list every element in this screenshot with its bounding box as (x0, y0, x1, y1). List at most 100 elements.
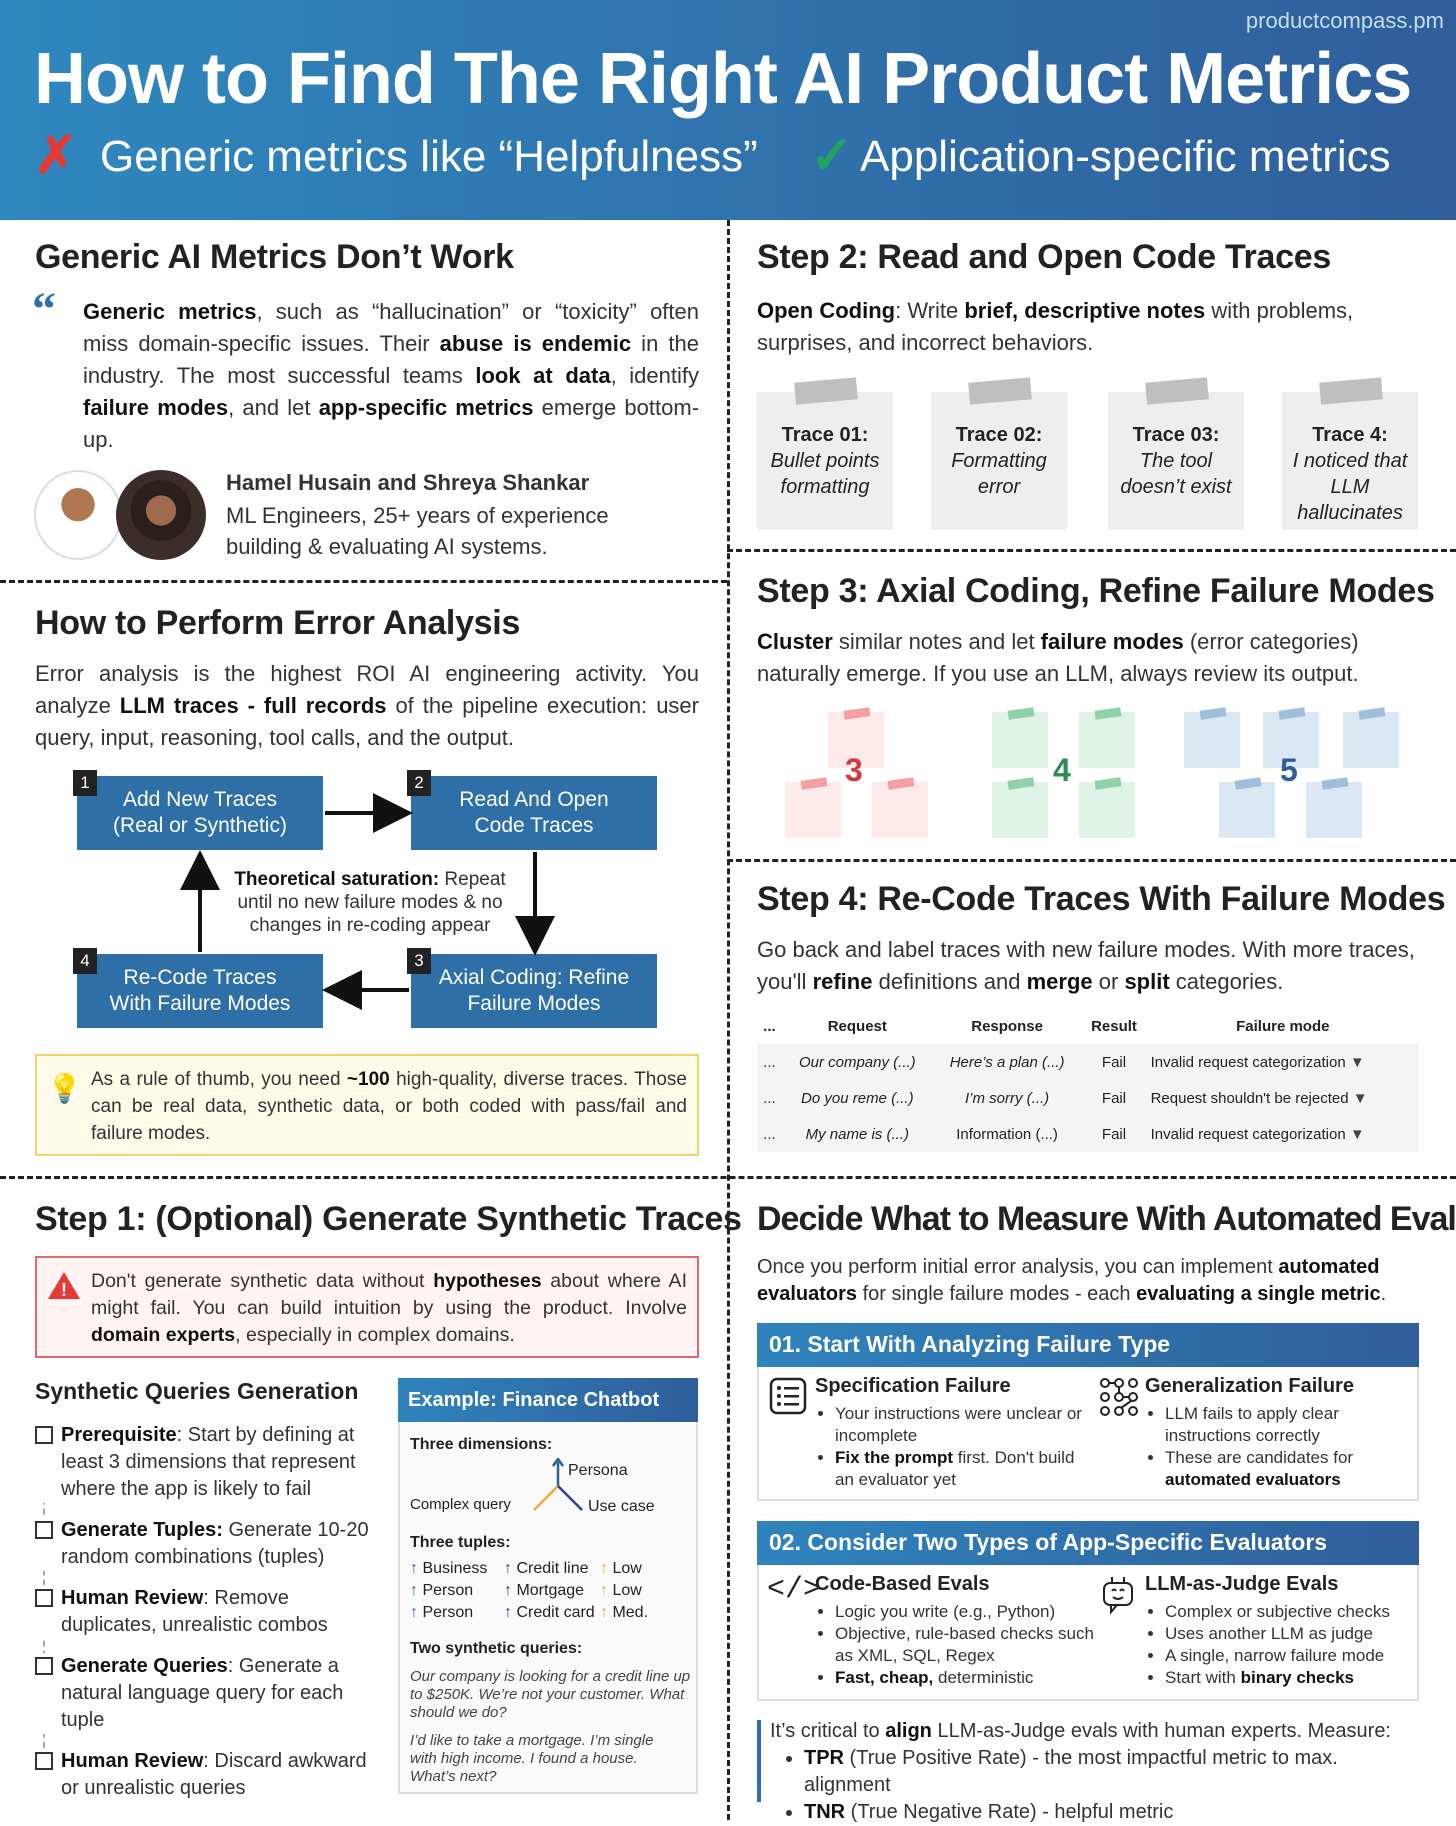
sticky-note (1184, 707, 1240, 768)
llm-judge-evals: LLM-as-Judge EvalsComplex or subjective … (1145, 1573, 1421, 1689)
arrow-up-icon: ↑ (600, 1604, 608, 1621)
table-cell: Fail (1081, 1116, 1147, 1152)
dim-use-case: Use case (588, 1498, 655, 1515)
text-run: : Write (895, 298, 965, 323)
sticky-note (992, 707, 1048, 768)
step3-text: Cluster similar notes and let failure mo… (757, 626, 1427, 690)
step-label: Axial Coding: Refine Failure Modes (438, 966, 630, 1015)
divider (0, 1176, 1456, 1179)
text-run: Human Review (61, 1587, 204, 1609)
quote-text: Generic metrics, such as “hallucination”… (83, 296, 699, 456)
table-cell: ... (757, 1080, 782, 1116)
dropdown-arrow-icon[interactable]: ▼ (1345, 1053, 1365, 1071)
table-cell[interactable]: Invalid request categorization ▼ (1146, 1044, 1419, 1080)
sticky-note (1306, 777, 1362, 838)
text-run: Generate Tuples: (61, 1519, 223, 1541)
text-run: hypotheses (433, 1270, 542, 1292)
text-run: It’s critical to (770, 1720, 886, 1742)
text-run: As a rule of thumb, you need (91, 1069, 347, 1090)
column-header: Failure mode (1236, 1017, 1330, 1035)
list-item: Your instructions were unclear or incomp… (835, 1403, 1085, 1447)
tuple-value: ↑ Low (600, 1560, 642, 1577)
cluster-count: 3 (845, 752, 863, 788)
table-cell: My name is (...) (781, 1116, 933, 1152)
text-run: Error analysis is the highest ROI AI eng… (35, 661, 699, 718)
synthetic-query: Our company is looking for a credit line… (410, 1668, 691, 1721)
tip-box: 💡 As a rule of thumb, you need ~100 high… (35, 1054, 699, 1156)
dropdown-arrow-icon[interactable]: ▼ (1348, 1089, 1368, 1107)
text-run: failure modes (83, 395, 229, 420)
tuple-value: ↑ Credit card (504, 1604, 595, 1621)
checklist-item[interactable]: Human Review: Discard awkward or unreali… (35, 1748, 380, 1802)
text-run: Objective, rule-based checks such as XML… (835, 1624, 1094, 1665)
arrow-up-icon: ↑ (410, 1582, 418, 1599)
text-run: deterministic (933, 1668, 1034, 1687)
step2-text: Open Coding: Write brief, descriptive no… (757, 295, 1427, 359)
table-cell[interactable]: Invalid request categorization ▼ (1146, 1116, 1419, 1152)
list-item: Complex or subjective checks (1165, 1601, 1421, 1623)
text-run: with problems, surprises, and incorrect … (757, 298, 1354, 355)
page-title: How to Find The Right AI Product Metrics (34, 39, 1412, 119)
checklist-item[interactable]: Generate Tuples: Generate 10-20 random c… (35, 1517, 380, 1571)
text-run: abuse is endemic (439, 331, 632, 356)
list-item: TPR (True Positive Rate) - the most impa… (804, 1745, 1430, 1799)
error-text: Error analysis is the highest ROI AI eng… (35, 658, 699, 754)
col-title: LLM-as-Judge Evals (1145, 1573, 1339, 1595)
table-cell: Information (...) (932, 1116, 1082, 1152)
text-run: automated evaluators (1165, 1470, 1341, 1489)
check-icon: ✓ (810, 127, 854, 185)
table-cell[interactable]: Request shouldn't be rejected ▼ (1146, 1080, 1419, 1116)
text-run: or (1092, 969, 1125, 994)
list-item: Start with binary checks (1165, 1667, 1421, 1689)
step-number: 2 (407, 770, 431, 796)
section-title: Step 4: Re-Code Traces With Failure Mode… (757, 880, 1446, 918)
text-run: categories. (1169, 969, 1284, 994)
cluster-count: 5 (1280, 752, 1298, 788)
robot-icon (1103, 1577, 1133, 1615)
text-run: first. Don't build an evaluator yet (835, 1448, 1075, 1489)
text-run: about where AI might fail. You can build… (91, 1270, 687, 1319)
text-run: Go back and label traces with new failur… (757, 937, 1415, 994)
checklist-item[interactable]: Human Review: Remove duplicates, unreali… (35, 1585, 380, 1639)
dim-persona: Persona (568, 1462, 628, 1479)
text-run: app-specific metrics (318, 395, 534, 420)
text-run: : Remove duplicates, unrealistic combos (61, 1587, 328, 1636)
text-run: Your instructions were unclear or incomp… (835, 1404, 1082, 1445)
section-title: Step 1: (Optional) Generate Synthetic Tr… (35, 1200, 742, 1238)
cross-icon: ✗ (34, 127, 78, 185)
trace-card: Trace 4:I noticed that LLM hallucinates (1282, 377, 1418, 530)
list-icon (769, 1377, 807, 1415)
box1-title: 01. Start With Analyzing Failure Type (757, 1323, 1419, 1367)
step-label: Re-Code Traces With Failure Modes (109, 966, 291, 1015)
text-run: Fix the prompt (835, 1448, 954, 1467)
item-text: Human Review: Remove duplicates, unreali… (61, 1587, 328, 1636)
text-run: for single failure modes - each (857, 1283, 1137, 1305)
sticky-note (1079, 777, 1135, 838)
tuple-value: ↑ Med. (600, 1604, 649, 1621)
checklist-item[interactable]: Prerequisite: Start by defining at least… (35, 1422, 380, 1503)
evaluator-types-panel: </> Code-Based EvalsLogic you write (e.g… (757, 1565, 1419, 1701)
list-item: Fix the prompt first. Don't build an eva… (835, 1447, 1085, 1491)
trace-note: Formatting error (951, 450, 1047, 498)
example-card: Example: Finance Chatbot Three dimension… (398, 1378, 698, 1794)
text-run: Uses another LLM as judge (1165, 1624, 1373, 1643)
list-item: A single, narrow failure mode (1165, 1645, 1421, 1667)
text-run: align (885, 1720, 932, 1742)
table-row: ...Our company (...)Here’s a plan (...)F… (757, 1044, 1419, 1080)
synthetic-query: I’d like to take a mortgage. I’m single … (410, 1732, 654, 1785)
trace-card: Trace 03:The tool doesn’t exist (1108, 377, 1244, 530)
header-banner: productcompass.pm How to Find The Right … (0, 0, 1456, 220)
checklist-item[interactable]: Generate Queries: Generate a natural lan… (35, 1653, 380, 1734)
tape (968, 377, 1032, 405)
bad-metrics-label: Generic metrics like “Helpfulness” (100, 132, 758, 181)
text-run: Generate 10-20 random combinations (tupl… (61, 1519, 369, 1568)
dropdown-arrow-icon[interactable]: ▼ (1345, 1125, 1365, 1143)
section-title: How to Perform Error Analysis (35, 604, 521, 642)
tuple-value: ↑ Mortgage (504, 1582, 585, 1599)
metrics-list: TPR (True Positive Rate) - the most impa… (770, 1745, 1430, 1826)
dimensions-diagram (533, 1458, 583, 1511)
text-run: refine (812, 969, 873, 994)
sticky-note (1079, 707, 1135, 768)
text-run: failure modes (1040, 629, 1184, 654)
